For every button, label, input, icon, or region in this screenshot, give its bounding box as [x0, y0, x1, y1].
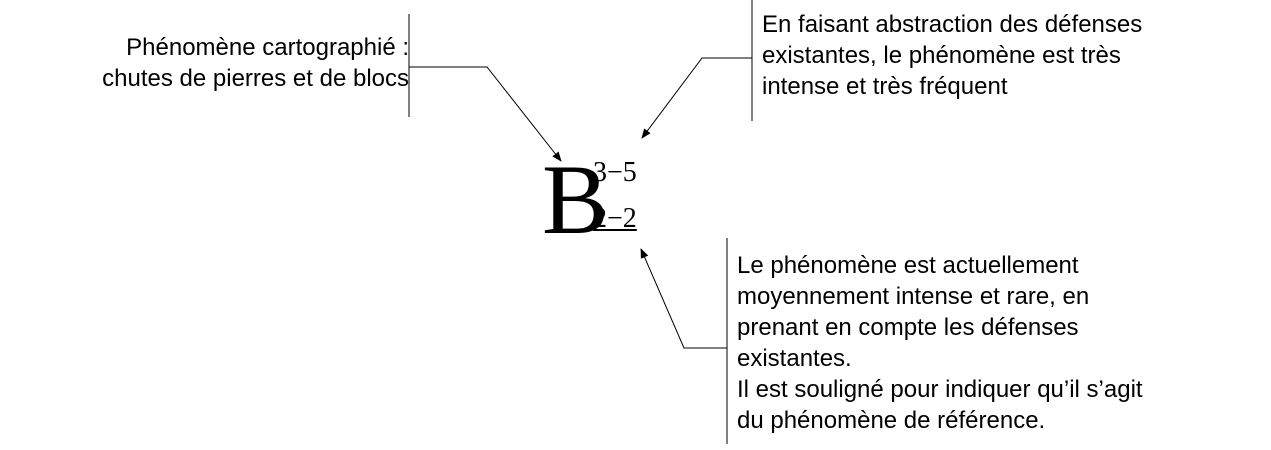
callout-bottom-right-with-defenses: Le phénomène est actuellement moyennemen…	[737, 250, 1143, 436]
callout-bottom-right-line: Le phénomène est actuellement	[737, 252, 1079, 279]
callout-top-right-without-defenses: En faisant abstraction des défenses exis…	[762, 9, 1142, 102]
callout-bottom-right-line: du phénomène de référence.	[737, 407, 1046, 434]
callout-bottom-right-line: existantes.	[737, 345, 852, 372]
callout-left-phenomenon-type: Phénomène cartographié : chutes de pierr…	[102, 32, 409, 94]
callout-left-line: Phénomène cartographié :	[126, 34, 409, 61]
callout-bottom-right-line: moyennement intense et rare, en	[737, 283, 1090, 310]
callout-top-right-line: intense et très fréquent	[762, 73, 1008, 100]
left-callout-leader-arrow	[409, 66, 562, 162]
notation-superscript: 3−5	[593, 157, 637, 188]
notation-letter: B	[542, 144, 609, 255]
hazard-notation: B 3−5 2−2	[542, 150, 682, 250]
top-right-callout-leader-arrow	[641, 57, 752, 139]
callout-left-line: chutes de pierres et de blocs	[102, 65, 409, 92]
bottom-right-callout-leader-arrow	[640, 248, 727, 349]
callout-bottom-right-line: prenant en compte les défenses	[737, 314, 1079, 341]
callout-bottom-right-line: Il est souligné pour indiquer qu’il s’ag…	[737, 376, 1143, 403]
callout-top-right-line: En faisant abstraction des défenses	[762, 11, 1143, 38]
notation-subscript-underlined: 2−2	[593, 203, 637, 234]
callout-top-right-line: existantes, le phénomène est très	[762, 42, 1121, 69]
